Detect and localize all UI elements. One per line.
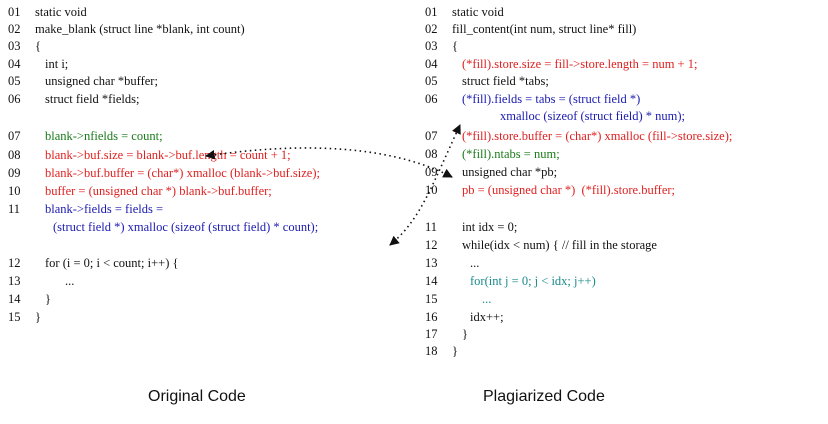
code-line: blank->nfields = count; — [45, 129, 163, 143]
line-number: 04 — [8, 57, 21, 71]
line-number: 02 — [425, 22, 438, 36]
code-line: unsigned char *buffer; — [45, 74, 158, 88]
code-line: struct field *fields; — [45, 92, 140, 106]
line-number: 07 — [8, 129, 21, 143]
line-number: 16 — [425, 310, 438, 324]
code-line: (*fill).store.buffer = (char*) xmalloc (… — [462, 129, 733, 143]
code-line: pb = (unsigned char *) (*fill).store.buf… — [462, 183, 676, 197]
line-number: 13 — [8, 274, 21, 288]
line-number: 09 — [8, 166, 21, 180]
code-line: blank->buf.buffer = (char*) xmalloc (bla… — [45, 166, 320, 180]
code-line: fill_content(int num, struct line* fill) — [452, 22, 637, 36]
line-number: 06 — [8, 92, 21, 106]
line-number: 14 — [425, 274, 438, 288]
line-number: 12 — [8, 256, 21, 270]
code-line: (*fill).ntabs = num; — [462, 147, 560, 161]
line-number: 12 — [425, 238, 438, 252]
code-line: } — [45, 292, 51, 306]
code-line: unsigned char *pb; — [462, 165, 558, 179]
plagiarized-code-caption: Plagiarized Code — [483, 388, 605, 405]
code-line: idx++; — [470, 310, 504, 324]
code-line: while(idx < num) { // fill in the storag… — [462, 238, 657, 252]
code-line: } — [452, 344, 458, 358]
line-number: 15 — [8, 310, 21, 324]
line-number: 01 — [8, 5, 21, 19]
line-number: 05 — [8, 74, 21, 88]
code-line: struct field *tabs; — [462, 74, 549, 88]
code-line: static void — [35, 5, 87, 19]
code-line: { — [35, 39, 41, 53]
line-number: 11 — [425, 220, 438, 234]
code-line: buffer = (unsigned char *) blank->buf.bu… — [45, 184, 272, 198]
line-number: 14 — [8, 292, 21, 306]
code-line: for(int j = 0; j < idx; j++) — [470, 274, 596, 288]
code-line: int idx = 0; — [462, 220, 518, 234]
code-line: int i; — [45, 57, 69, 71]
line-number: 05 — [425, 74, 438, 88]
line-number: 09 — [425, 165, 438, 179]
code-line: for (i = 0; i < count; i++) { — [45, 256, 179, 270]
original-code-caption: Original Code — [148, 388, 246, 405]
code-line: (*fill).store.size = fill->store.length … — [462, 57, 698, 71]
code-line: ... — [482, 292, 492, 306]
line-number: 18 — [425, 344, 438, 358]
code-line: { — [452, 39, 458, 53]
line-number: 13 — [425, 256, 438, 270]
code-line: static void — [452, 5, 504, 19]
code-line: (*fill).fields = tabs = (struct field *) — [462, 92, 641, 106]
line-number: 02 — [8, 22, 21, 36]
code-line: ... — [470, 256, 480, 270]
line-number: 06 — [425, 92, 438, 106]
line-number: 10 — [425, 183, 438, 197]
code-line: ... — [65, 274, 75, 288]
code-line: make_blank (struct line *blank, int coun… — [35, 22, 245, 36]
line-number: 03 — [425, 39, 438, 53]
line-number: 11 — [8, 202, 21, 216]
code-line: blank->buf.size = blank->buf.length = co… — [45, 148, 291, 162]
line-number: 04 — [425, 57, 438, 71]
code-line: (struct field *) xmalloc (sizeof (struct… — [53, 220, 319, 234]
line-number: 08 — [425, 147, 438, 161]
line-number: 07 — [425, 129, 438, 143]
line-number: 15 — [425, 292, 438, 306]
code-line: blank->fields = fields = — [45, 202, 163, 216]
code-line: xmalloc (sizeof (struct field) * num); — [500, 109, 686, 123]
code-line: } — [35, 310, 41, 324]
line-number: 08 — [8, 148, 21, 162]
line-number: 17 — [425, 327, 438, 341]
line-number: 01 — [425, 5, 438, 19]
line-number: 03 — [8, 39, 21, 53]
line-number: 10 — [8, 184, 21, 198]
code-line: } — [462, 327, 468, 341]
